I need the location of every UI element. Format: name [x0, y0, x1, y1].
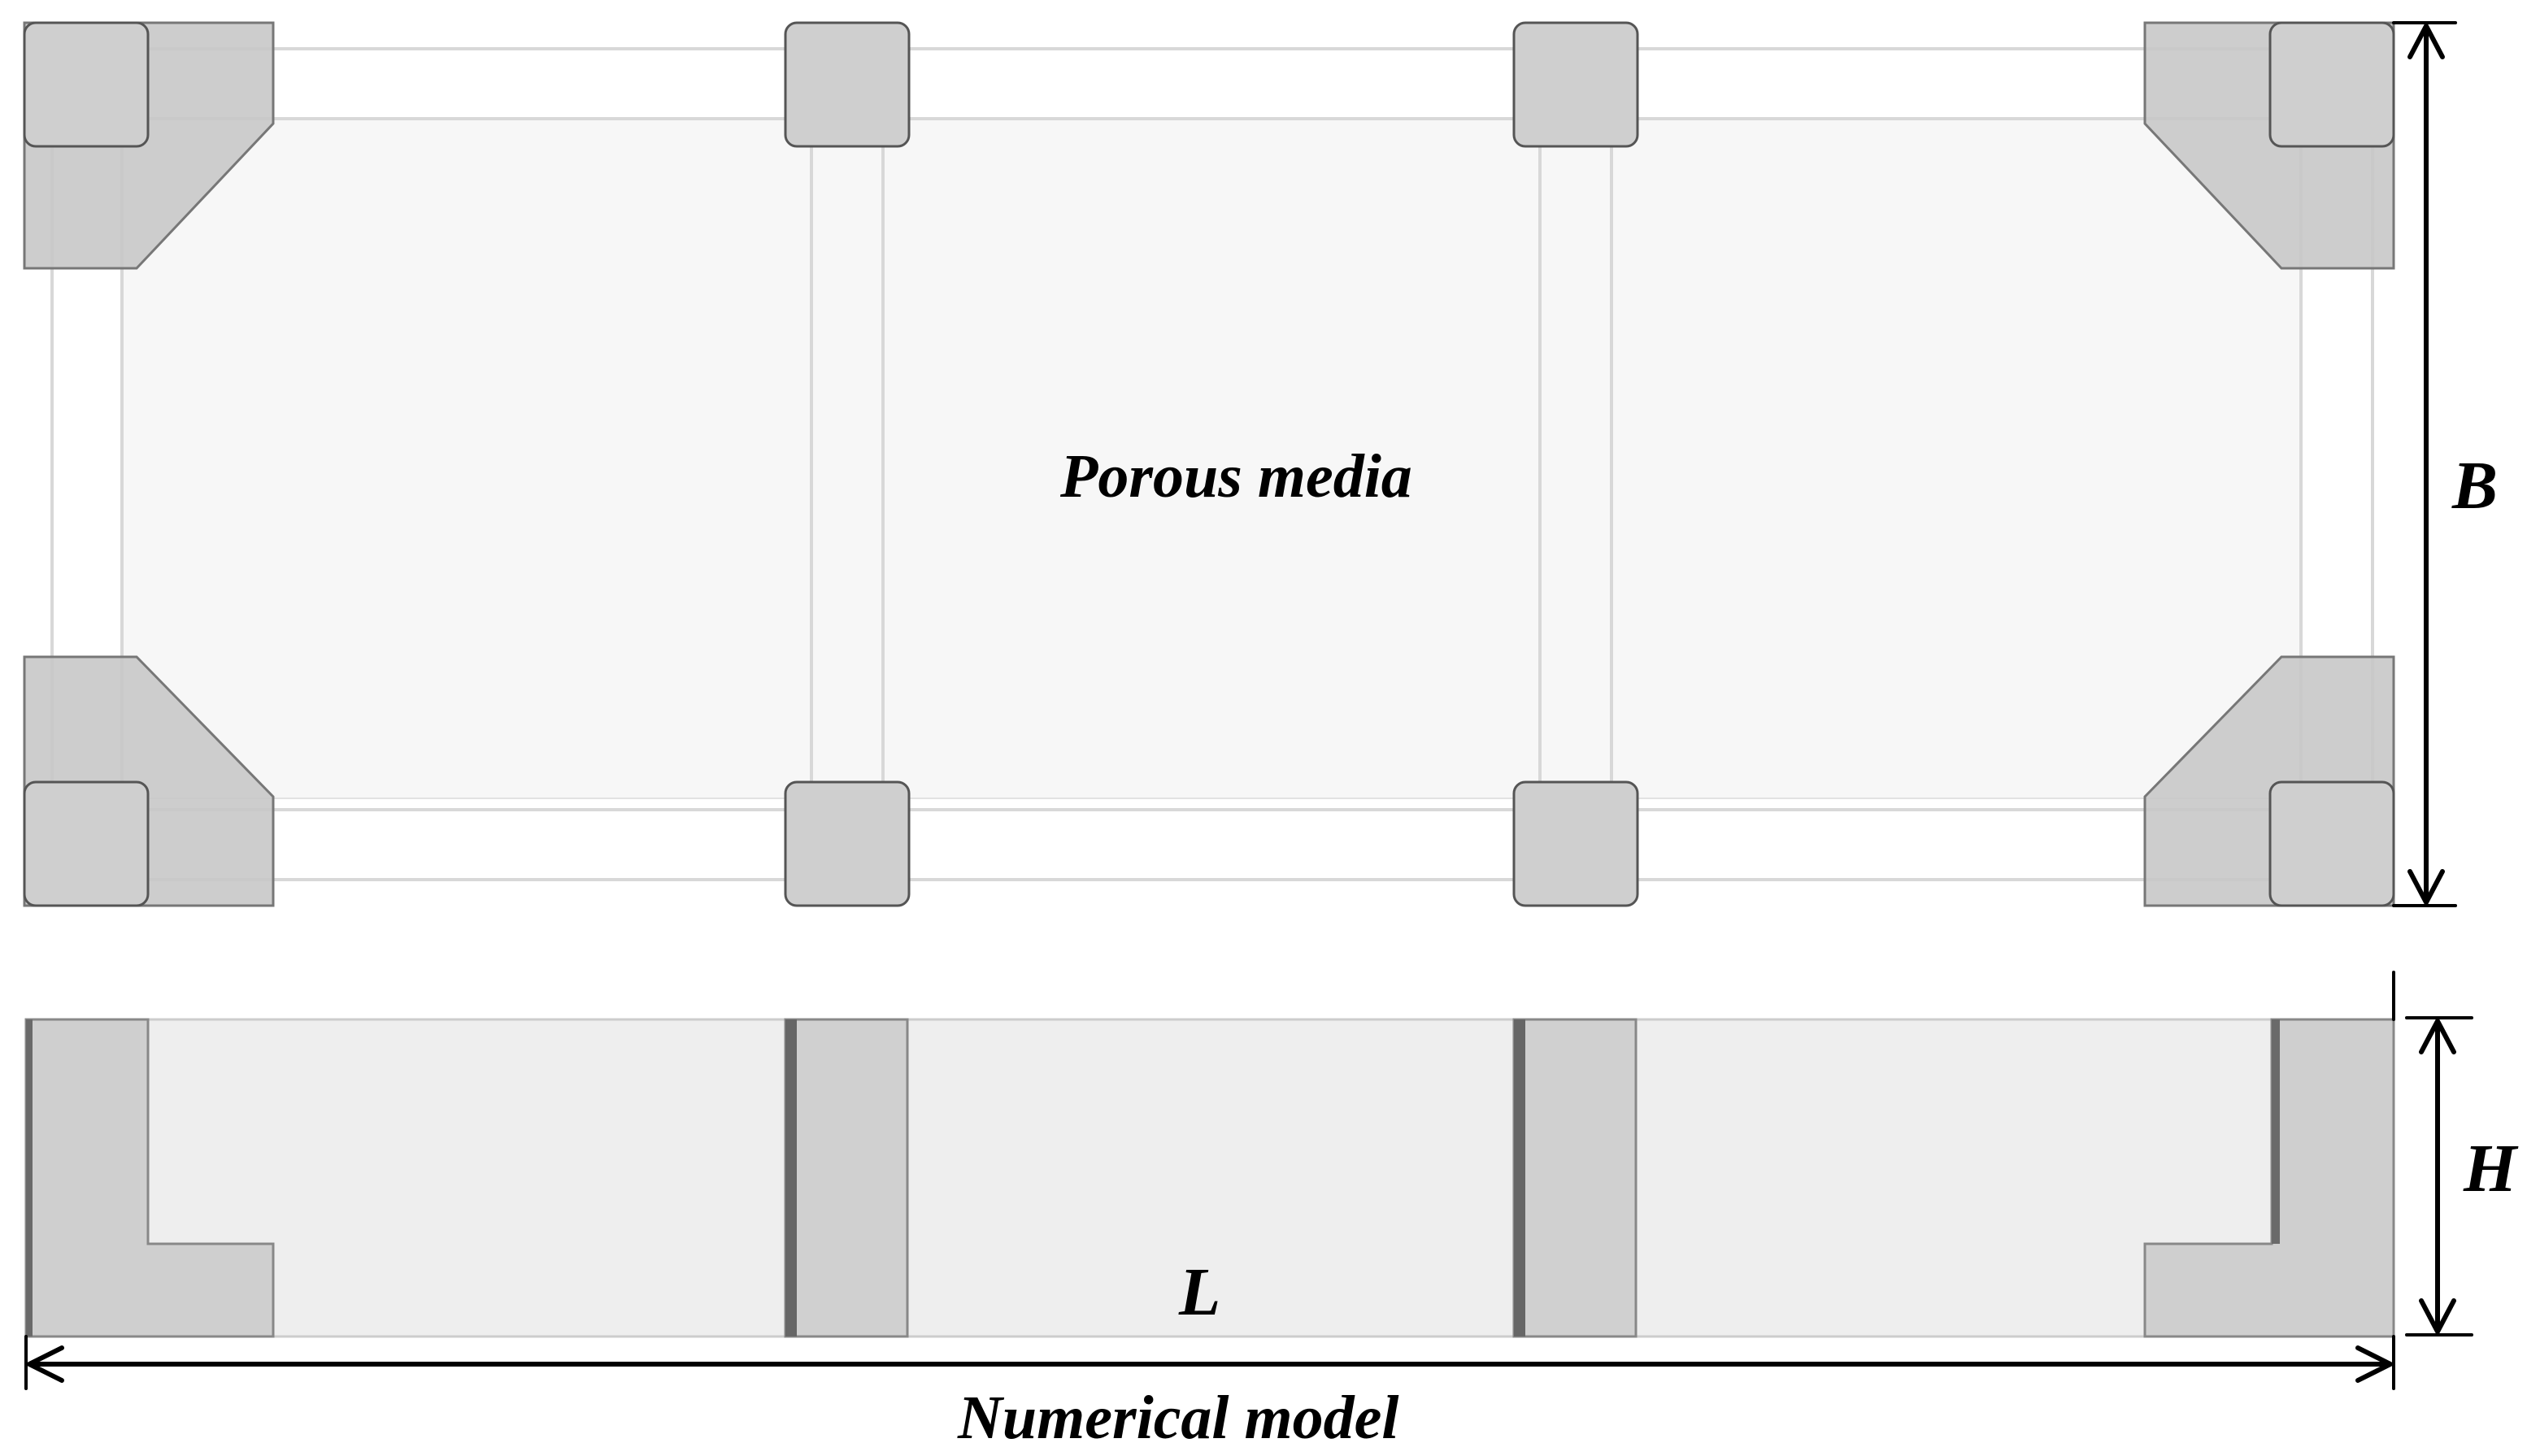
dimension-arrows: [24, 21, 2473, 1390]
dimension-h-label: H: [2464, 1131, 2517, 1206]
elevation-column-shade: [1514, 1019, 1525, 1336]
figure-caption: Numerical model: [958, 1384, 1399, 1452]
arrowhead: [2419, 1298, 2456, 1334]
column-square: [2268, 780, 2395, 907]
dimension-b-label: B: [2452, 448, 2499, 524]
arrowhead: [2355, 1345, 2393, 1383]
elevation-edge-shade: [26, 1019, 33, 1336]
column-squares: [23, 21, 2395, 907]
column-square: [1512, 21, 1639, 148]
plan-view: [23, 21, 2395, 907]
column-square: [784, 780, 911, 907]
column-square: [2268, 21, 2395, 148]
column-square: [23, 21, 150, 148]
porous-media-region: [121, 118, 2302, 799]
dimension-l-label: L: [1179, 1254, 1221, 1330]
arrowhead: [2407, 24, 2445, 59]
column-square: [1512, 780, 1639, 907]
elevation-column: [784, 1018, 909, 1338]
column-square: [784, 21, 911, 148]
arrowhead: [27, 1345, 64, 1383]
elevation-column: [1512, 1018, 1638, 1338]
arrowhead: [2407, 869, 2445, 905]
elevation-porous-region: [24, 1018, 2395, 1338]
column-square: [23, 780, 150, 907]
arrowhead: [2419, 1019, 2456, 1054]
elevation-view: [24, 1018, 2395, 1338]
elevation-edge-shade: [2272, 1019, 2280, 1244]
elevation-column-shade: [785, 1019, 797, 1336]
porous-media-label: Porous media: [1060, 442, 1412, 511]
